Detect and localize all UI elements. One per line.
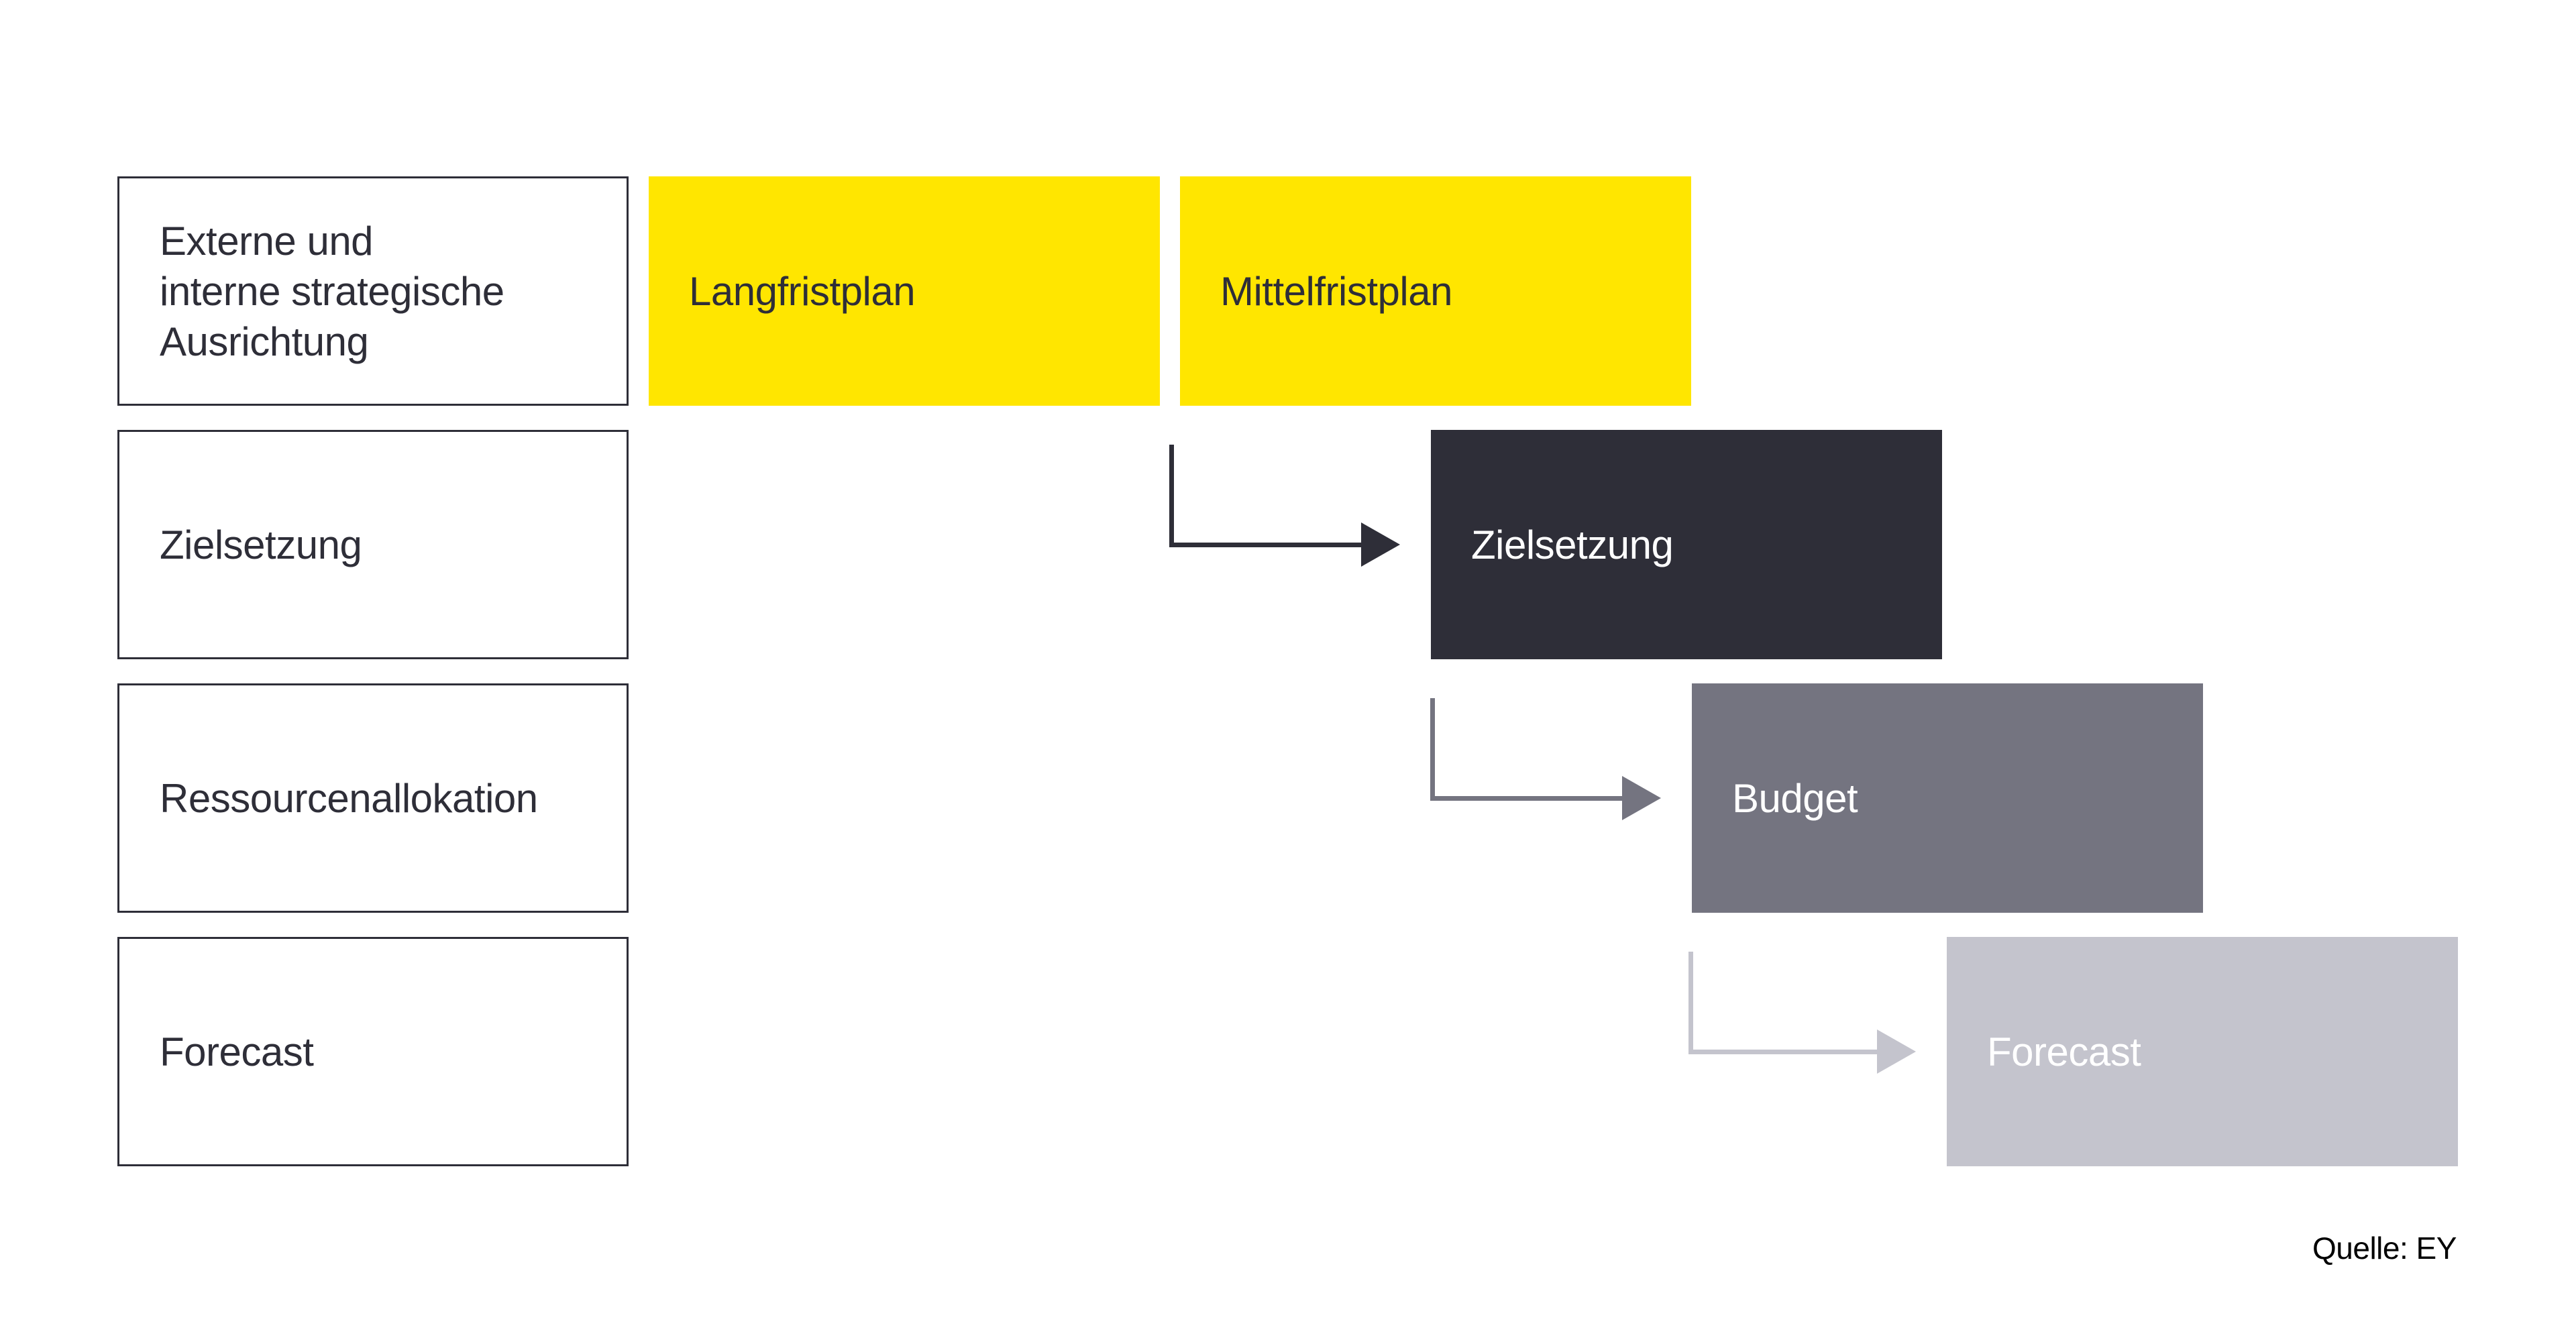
arrow-to-forecast-vertical (1688, 952, 1693, 1054)
box-mittelfristplan: Mittelfristplan (1180, 176, 1691, 406)
box-forecast-gray: Forecast (1947, 937, 2458, 1166)
arrow-to-forecast-horizontal (1688, 1050, 1877, 1054)
left-box-forecast: Forecast (117, 937, 629, 1166)
box-budget: Budget (1692, 683, 2203, 913)
arrow-to-zielsetzung-vertical (1169, 445, 1174, 547)
left-box-ressourcenallokation: Ressourcenallokation (117, 683, 629, 913)
arrow-to-zielsetzung-head-icon (1361, 522, 1400, 567)
source-label: Quelle: EY (2312, 1231, 2457, 1266)
box-zielsetzung-dark: Zielsetzung (1431, 430, 1942, 659)
left-box-zielsetzung: Zielsetzung (117, 430, 629, 659)
arrow-to-zielsetzung-horizontal (1169, 543, 1361, 547)
left-box-strategische-ausrichtung: Externe und interne strategische Ausrich… (117, 176, 629, 406)
arrow-to-budget-vertical (1430, 698, 1435, 801)
box-langfristplan: Langfristplan (649, 176, 1160, 406)
arrow-to-budget-horizontal (1430, 796, 1622, 801)
arrow-to-forecast-head-icon (1877, 1029, 1916, 1074)
arrow-to-budget-head-icon (1622, 776, 1661, 820)
